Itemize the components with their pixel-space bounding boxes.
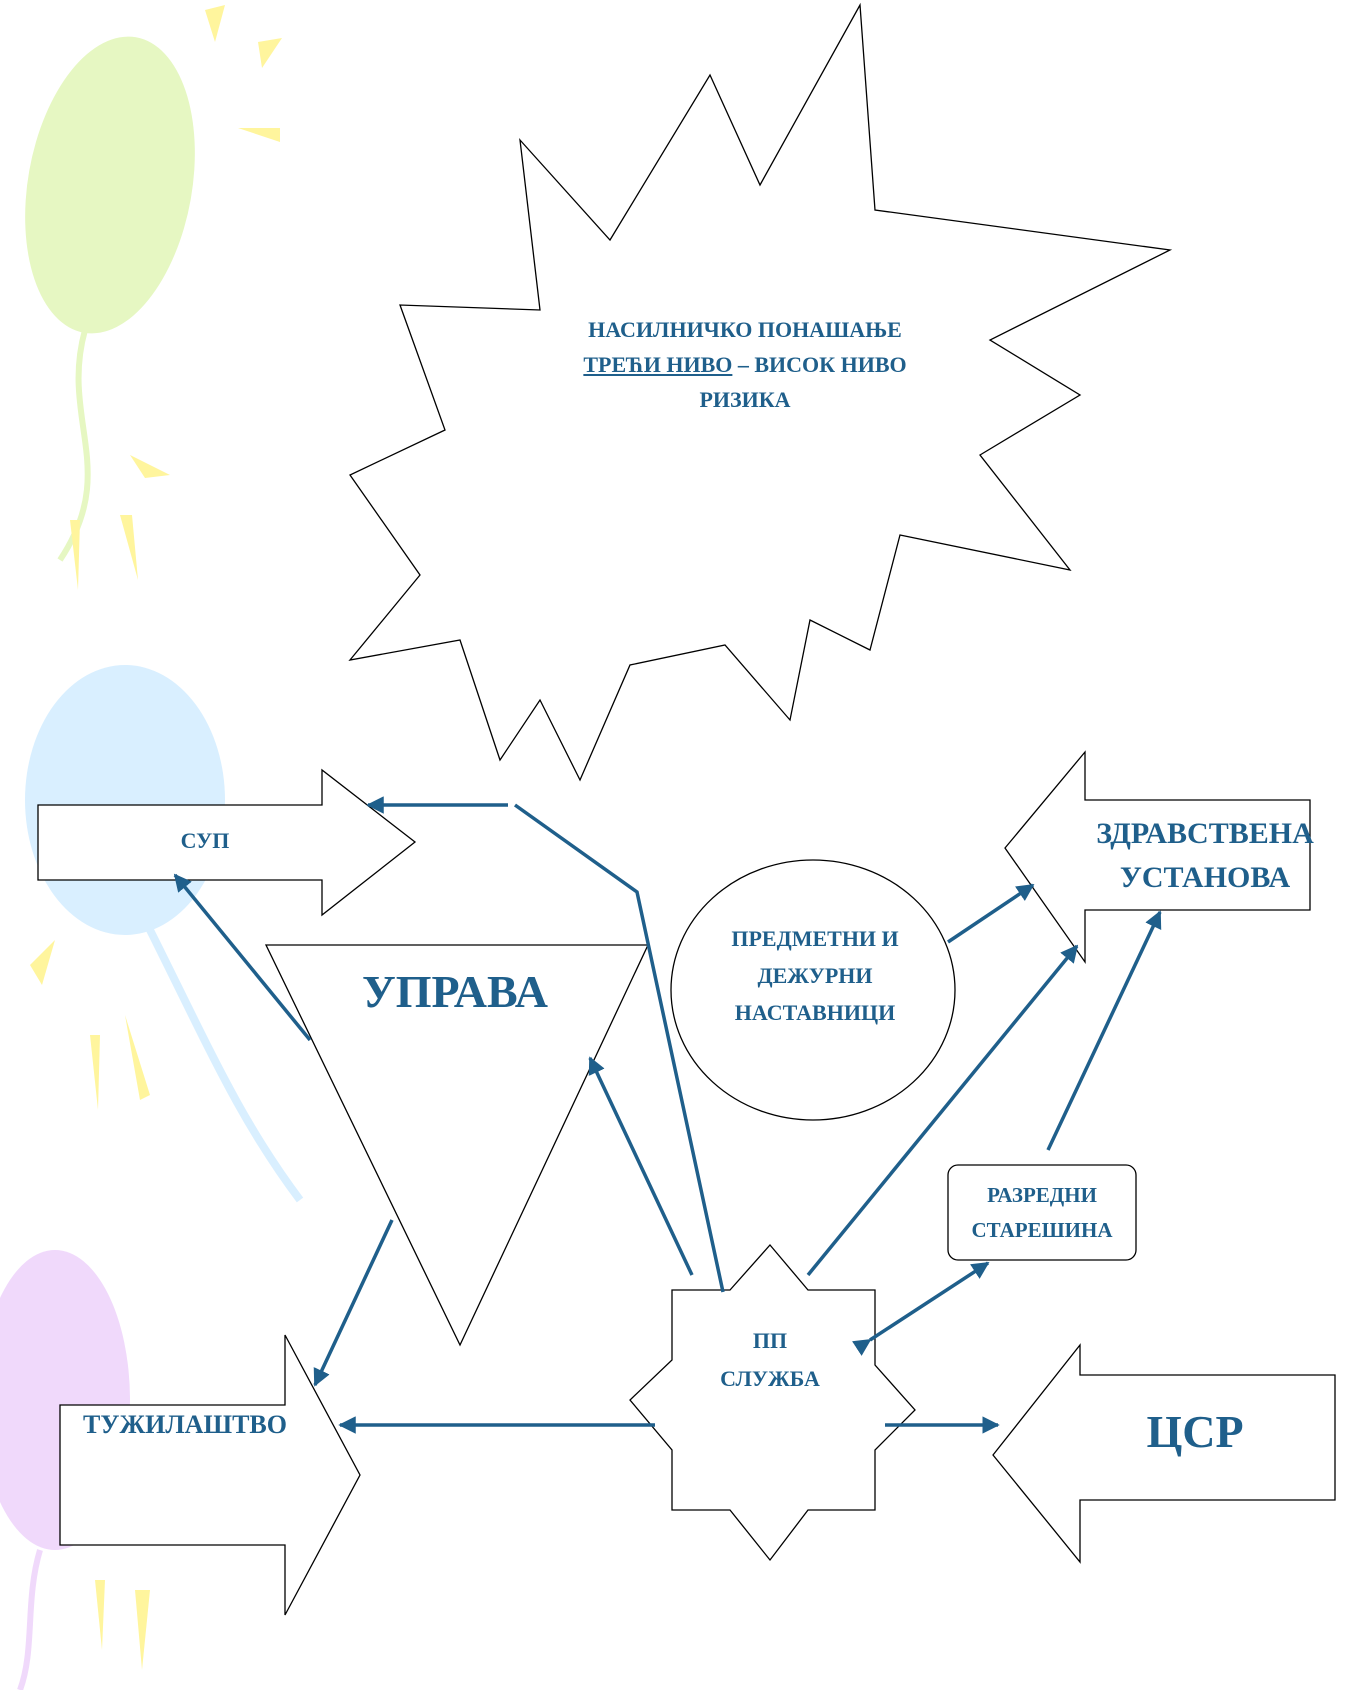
level-three-label: ТРЕЋИ НИВО: [583, 352, 733, 377]
burst-title-line1: НАСИЛНИЧКО ПОНАШАЊЕ: [588, 317, 902, 342]
pp-service-line1: ПП: [752, 1328, 788, 1353]
health-label: ЗДРАВСТВЕНА УСТАНОВА: [1075, 812, 1335, 900]
homeroom-line1: РАЗРЕДНИ: [987, 1183, 1097, 1207]
csr-arrow-shape: [992, 1343, 1336, 1564]
connector-lines: [173, 796, 1162, 1434]
connector-uprava-to-prosecution: [313, 1219, 394, 1387]
homeroom-line2: СТАРЕШИНА: [971, 1218, 1113, 1242]
csr-label: ЦСР: [1146, 1406, 1244, 1457]
health-arrow-shape: [1004, 750, 1311, 965]
connector-teachers-to-health: [947, 883, 1035, 944]
pp-service-line2: СЛУЖБА: [720, 1366, 820, 1391]
blue-balloon-icon: [25, 665, 304, 1203]
teachers-ellipse-shape: [670, 859, 956, 1121]
homeroom-label: РАЗРЕДНИ СТАРЕШИНА: [948, 1178, 1136, 1248]
sup-label: СУП: [180, 828, 230, 853]
uprava-label: УПРАВА: [362, 966, 548, 1017]
pp-service-star-shape: [629, 1244, 916, 1562]
homeroom-box-shape: [947, 1164, 1137, 1261]
prosecution-arrow-shape: [59, 1334, 361, 1616]
sup-arrow-shape: [37, 768, 417, 917]
connector-pp-homeroom: [852, 1261, 990, 1356]
pp-service-label: ПП СЛУЖБА: [700, 1322, 840, 1398]
teachers-line1: ПРЕДМЕТНИ И: [731, 926, 899, 951]
burst-title-line3: РИЗИКА: [699, 387, 791, 412]
teachers-label: ПРЕДМЕТНИ И ДЕЖУРНИ НАСТАВНИЦИ: [690, 920, 940, 1031]
health-line1: ЗДРАВСТВЕНА: [1096, 817, 1314, 850]
burst-title-line2-rest: – ВИСОК НИВО: [732, 352, 907, 377]
prosecution-label: ТУЖИЛАШТВО: [83, 1410, 287, 1439]
connector-pp-to-uprava: [588, 1056, 694, 1276]
connector-homeroom-to-health: [1046, 910, 1162, 1151]
green-balloon-icon: [25, 36, 195, 562]
violence-burst-shape: [348, 2, 1173, 782]
connector-pp-to-health: [806, 944, 1079, 1277]
teachers-line3: НАСТАВНИЦИ: [734, 1000, 896, 1025]
burst-title: НАСИЛНИЧКО ПОНАШАЊЕ ТРЕЋИ НИВО – ВИСОК Н…: [560, 312, 930, 417]
connector-pp-to-burst: [513, 803, 725, 1293]
health-line2: УСТАНОВА: [1119, 861, 1291, 894]
teachers-line2: ДЕЖУРНИ: [757, 963, 873, 988]
uprava-triangle-shape: [264, 944, 650, 1347]
connector-uprava-to-sup: [173, 873, 312, 1042]
